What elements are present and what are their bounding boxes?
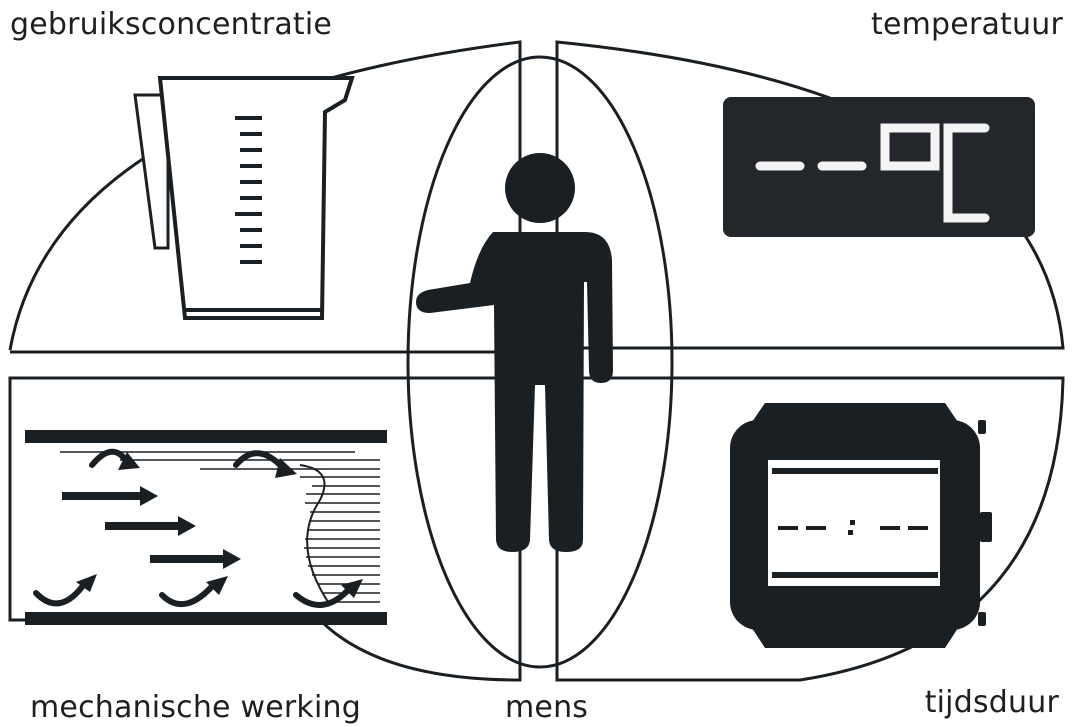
thermometer-display-icon — [723, 97, 1035, 237]
label-usage-concentration: gebruiksconcentratie — [10, 10, 332, 40]
label-temperature: temperatuur — [871, 10, 1063, 40]
label-human: mens — [505, 693, 588, 723]
quadrant-bottom-left — [10, 378, 520, 680]
label-duration: tijdsduur — [925, 688, 1059, 718]
mechanical-action-icon — [25, 430, 387, 625]
label-mechanical-action: mechanische werking — [30, 693, 361, 723]
watch-icon — [730, 403, 992, 648]
measuring-jug-icon — [135, 78, 352, 318]
